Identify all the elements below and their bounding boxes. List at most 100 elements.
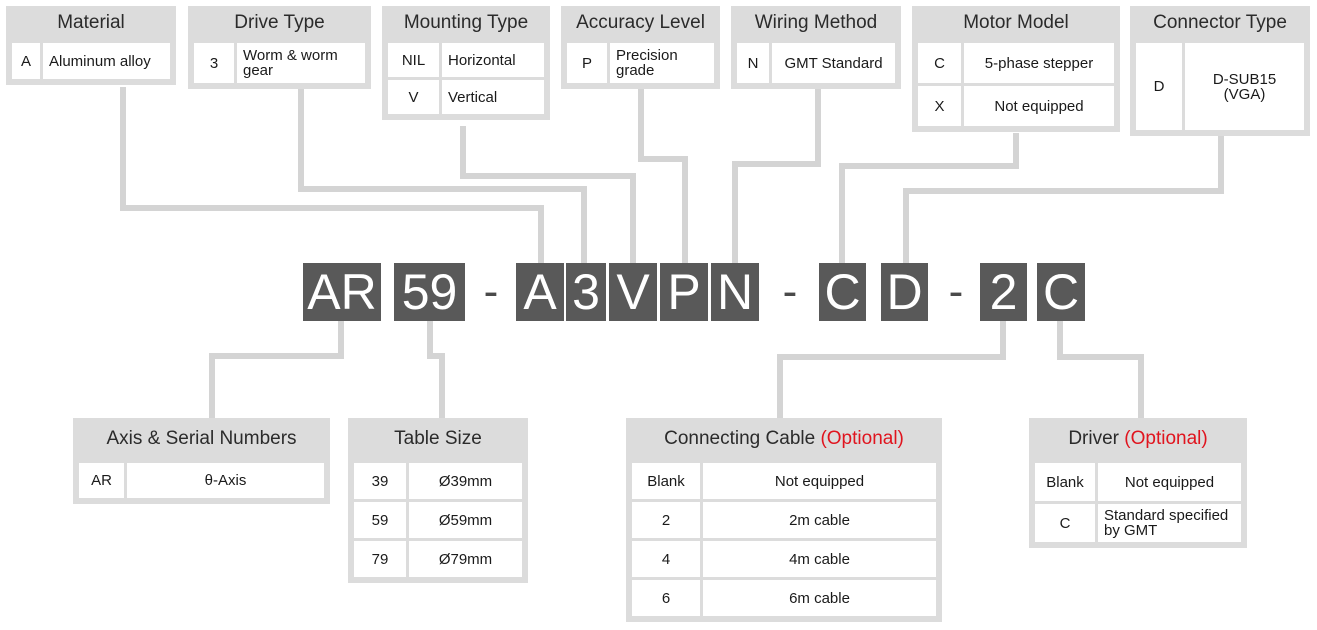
cable-desc: 4m cable [703,541,936,577]
mounting-type-panel: Mounting Type NIL Horizontal V Vertical [382,6,550,120]
code-segment-connector: D [881,263,928,321]
driver-row: C Standard specified by GMT [1035,504,1241,542]
motor-model-title: Motor Model [963,12,1069,33]
cable-desc: 2m cable [703,502,936,538]
motor-model-row: X Not equipped [918,86,1114,126]
cable-code: Blank [632,463,700,499]
driver-row: Blank Not equipped [1035,463,1241,501]
code-segment-motor: C [819,263,866,321]
driver-title: Driver [1068,428,1119,449]
wiring-method-row: N GMT Standard [737,43,895,83]
motor-model-panel: Motor Model C 5-phase stepper X Not equi… [912,6,1120,132]
axis-title: Axis & Serial Numbers [106,428,297,449]
code-segment-cable: 2 [980,263,1027,321]
mounting-type-desc: Horizontal [442,43,544,77]
mounting-type-code: NIL [388,43,439,77]
table-size-code: 59 [354,502,406,538]
axis-panel: Axis & Serial Numbers AR θ-Axis [73,418,330,504]
driver-optional-label: (Optional) [1124,428,1208,449]
connector-connector-type [903,133,1224,263]
accuracy-level-code: P [567,43,607,83]
wiring-method-title: Wiring Method [754,12,878,33]
cable-row: Blank Not equipped [632,463,936,499]
code-segment-drive: 3 [566,263,606,321]
code-dash: - [782,267,798,316]
driver-desc: Standard specified by GMT [1098,504,1241,542]
driver-code: Blank [1035,463,1095,501]
code-segment-accuracy: P [660,263,708,321]
code-segment-59: 59 [394,263,465,321]
code-segment-ar: AR [303,263,381,321]
connector-mounting-type [460,126,636,263]
connector-type-panel: Connector Type D D-SUB15 (VGA) [1130,6,1310,136]
code-segment-material: A [516,263,564,321]
motor-model-code: X [918,86,961,126]
driver-title-wrap: Driver (Optional) [1035,418,1241,460]
connector-cable [777,321,1006,418]
cable-row: 2 2m cable [632,502,936,538]
axis-desc: θ-Axis [127,463,324,498]
table-size-row: 39 Ø39mm [354,463,522,499]
wiring-method-panel: Wiring Method N GMT Standard [731,6,901,89]
table-size-panel: Table Size 39 Ø39mm 59 Ø59mm 79 Ø79mm [348,418,528,583]
driver-panel: Driver (Optional) Blank Not equipped C S… [1029,418,1247,548]
motor-model-desc: Not equipped [964,86,1114,126]
table-size-row: 79 Ø79mm [354,541,522,577]
motor-model-row: C 5-phase stepper [918,43,1114,83]
connector-type-title: Connector Type [1153,12,1287,33]
material-title: Material [57,12,125,33]
axis-row: AR θ-Axis [79,463,324,498]
accuracy-level-panel: Accuracy Level P Precision grade [561,6,720,89]
drive-type-panel: Drive Type 3 Worm & worm gear [188,6,371,89]
cable-row: 6 6m cable [632,580,936,616]
table-size-title: Table Size [394,428,482,449]
table-size-code: 39 [354,463,406,499]
mounting-type-code: V [388,80,439,114]
mounting-type-row: NIL Horizontal [388,43,544,77]
connector-type-desc: D-SUB15 (VGA) [1185,43,1304,130]
material-desc: Aluminum alloy [43,43,170,79]
connector-drive-type [298,87,587,263]
code-dash: - [483,267,499,316]
motor-model-desc: 5-phase stepper [964,43,1114,83]
cable-row: 4 4m cable [632,541,936,577]
table-size-code: 79 [354,541,406,577]
code-segment-wiring: N [711,263,759,321]
accuracy-level-title: Accuracy Level [576,12,705,33]
connector-type-row: D D-SUB15 (VGA) [1136,43,1304,130]
table-size-row: 59 Ø59mm [354,502,522,538]
connector-motor-model [839,133,1019,263]
table-size-desc: Ø39mm [409,463,522,499]
drive-type-desc: Worm & worm gear [237,43,365,83]
table-size-desc: Ø79mm [409,541,522,577]
drive-type-title: Drive Type [234,12,325,33]
wiring-method-code: N [737,43,769,83]
mounting-type-title: Mounting Type [403,12,529,33]
connector-wiring-method [732,87,821,263]
connector-type-code: D [1136,43,1182,130]
drive-type-row: 3 Worm & worm gear [194,43,365,83]
material-code: A [12,43,40,79]
cable-code: 6 [632,580,700,616]
cable-title-wrap: Connecting Cable (Optional) [632,418,936,460]
cable-optional-label: (Optional) [820,428,904,449]
mounting-type-desc: Vertical [442,80,544,114]
wiring-method-desc: GMT Standard [772,43,895,83]
connector-accuracy-level [638,87,688,263]
cable-code: 4 [632,541,700,577]
accuracy-level-desc: Precision grade [610,43,714,83]
driver-code: C [1035,504,1095,542]
axis-code: AR [79,463,124,498]
cable-panel: Connecting Cable (Optional) Blank Not eq… [626,418,942,622]
mounting-type-row: V Vertical [388,80,544,114]
code-segment-mounting: V [609,263,657,321]
connector-axis [209,321,344,418]
motor-model-code: C [918,43,961,83]
connector-material [120,87,544,263]
code-dash: - [948,267,964,316]
code-segment-driver: C [1037,263,1085,321]
connector-table-size [427,321,445,418]
table-size-desc: Ø59mm [409,502,522,538]
accuracy-level-row: P Precision grade [567,43,714,83]
